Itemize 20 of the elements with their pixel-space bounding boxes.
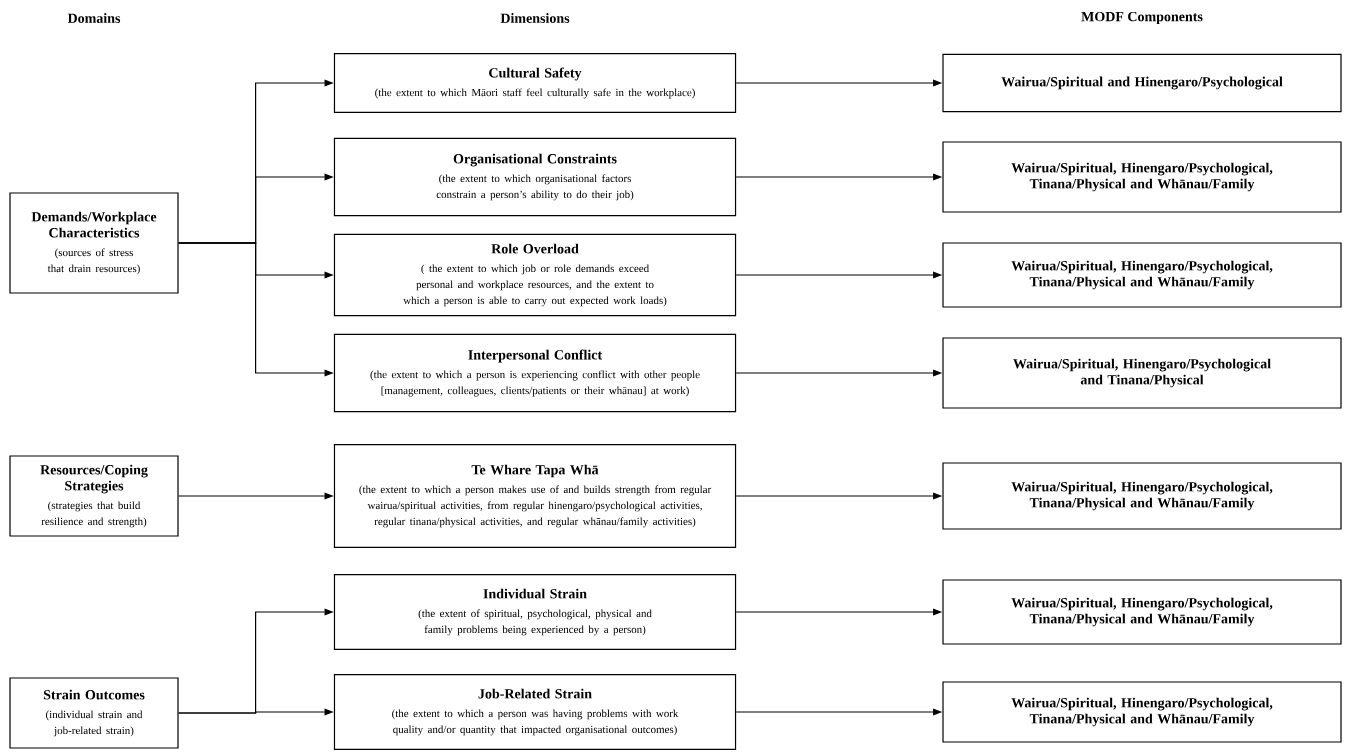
component-box: Wairua/Spiritual, Hinengaro/Psychological, Tinana/Physical and Whānau/Family bbox=[942, 141, 1342, 213]
dimension-box: Cultural Safety (the extent to which Māori staff feel culturally safe in the workplace) bbox=[333, 52, 737, 114]
dimension-box: Individual Strain (the extent of spiritual, psychological, physical and family problems being experienced by a person) bbox=[333, 573, 737, 651]
component-box: Wairua/Spiritual, Hinengaro/Psychological and Tinana/Physical bbox=[942, 337, 1342, 409]
dimension-box: Job-Related Strain (the extent to which a person was having problems with work quality and/or quantity that impacted organisational outcomes) bbox=[333, 673, 737, 751]
domain-box: Strain Outcomes (individual strain and job-related strain) bbox=[9, 677, 179, 749]
dimension-box: Interpersonal Conflict (the extent to which a person is experiencing conflict with other people [management, colleagues, clients/patients or their whānau] at work) bbox=[333, 333, 737, 413]
component-box: Wairua/Spiritual, Hinengaro/Psychological, Tinana/Physical and Whānau/Family bbox=[942, 242, 1342, 308]
component-box: Wairua/Spiritual, Hinengaro/Psychological, Tinana/Physical and Whānau/Family bbox=[942, 462, 1342, 530]
dimension-box: Role Overload ( the extent to which job or role demands exceed personal and workplace resources, and the extent to which a person is able to carry out expected work loads) bbox=[333, 233, 737, 317]
dimension-box: Organisational Constraints (the extent to which organisational factors constrain a person’s ability to do their job) bbox=[333, 137, 737, 217]
component-box: Wairua/Spiritual, Hinengaro/Psychological, Tinana/Physical and Whānau/Family bbox=[942, 681, 1342, 743]
column-heading: Dimensions bbox=[500, 13, 570, 23]
column-heading: MODF Components bbox=[1081, 11, 1203, 25]
component-box: Wairua/Spiritual and Hinengaro/Psychological bbox=[942, 53, 1342, 113]
dimension-box: Te Whare Tapa Whā (the extent to which a person makes use of and builds strength from regular wairua/spiritual activities, from regular hinengaro/psychological activities, regular tinana/physical activities, and regular whānau/family activities) bbox=[333, 443, 737, 549]
domain-box: Demands/Workplace Characteristics (sources of stress that drain resources) bbox=[9, 192, 179, 294]
component-box: Wairua/Spiritual, Hinengaro/Psychological, Tinana/Physical and Whānau/Family bbox=[942, 579, 1342, 645]
domain-box: Resources/Coping Strategies (strategies that build resilience and strength) bbox=[9, 455, 179, 537]
column-heading: Domains bbox=[67, 13, 121, 23]
